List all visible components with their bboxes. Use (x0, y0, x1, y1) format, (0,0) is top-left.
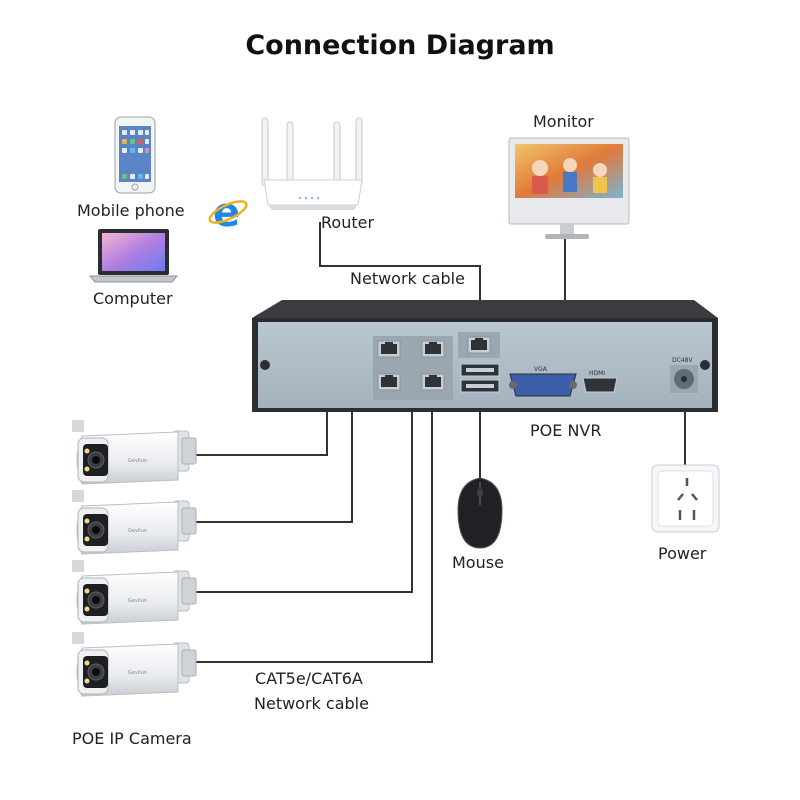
diagram-title: Connection Diagram (245, 30, 555, 61)
vga-port (509, 373, 577, 397)
power-outlet-icon (651, 464, 720, 533)
camera-label: POE IP Camera (72, 729, 192, 748)
dc-power-jack (670, 365, 698, 393)
power-label: Power (658, 544, 707, 563)
camera-icon (71, 631, 197, 697)
computer-label: Computer (93, 289, 173, 308)
mouse-icon (457, 477, 503, 549)
hdmi-label: HDMI (589, 370, 605, 377)
lan-port (458, 332, 500, 358)
camera-icon (71, 489, 197, 555)
svg-text:e: e (213, 190, 240, 236)
mobile-phone-label: Mobile phone (77, 201, 185, 220)
hdmi-port (582, 377, 618, 393)
phone-icon (114, 116, 156, 194)
laptop-icon (88, 229, 179, 283)
router-icon (261, 117, 363, 210)
nvr-device (252, 300, 718, 412)
poe-ports (373, 336, 453, 400)
monitor-label: Monitor (533, 112, 594, 131)
usb-ports (460, 363, 500, 393)
router-label: Router (321, 213, 375, 232)
camera-cable-4 (192, 383, 433, 663)
camera-icon (71, 419, 197, 485)
network-cable-bottom-label: Network cable (254, 694, 369, 713)
cable-type-label: CAT5e/CAT6A (255, 669, 363, 688)
monitor-icon (508, 137, 630, 239)
network-cable-top-label: Network cable (350, 269, 465, 288)
dc-label: DC48V (672, 357, 693, 364)
nvr-label: POE NVR (530, 421, 602, 440)
cables (192, 222, 686, 663)
ie-browser-icon: e (208, 190, 248, 236)
camera-icon (71, 559, 197, 625)
vga-label: VGA (534, 366, 548, 373)
mouse-label: Mouse (452, 553, 504, 572)
